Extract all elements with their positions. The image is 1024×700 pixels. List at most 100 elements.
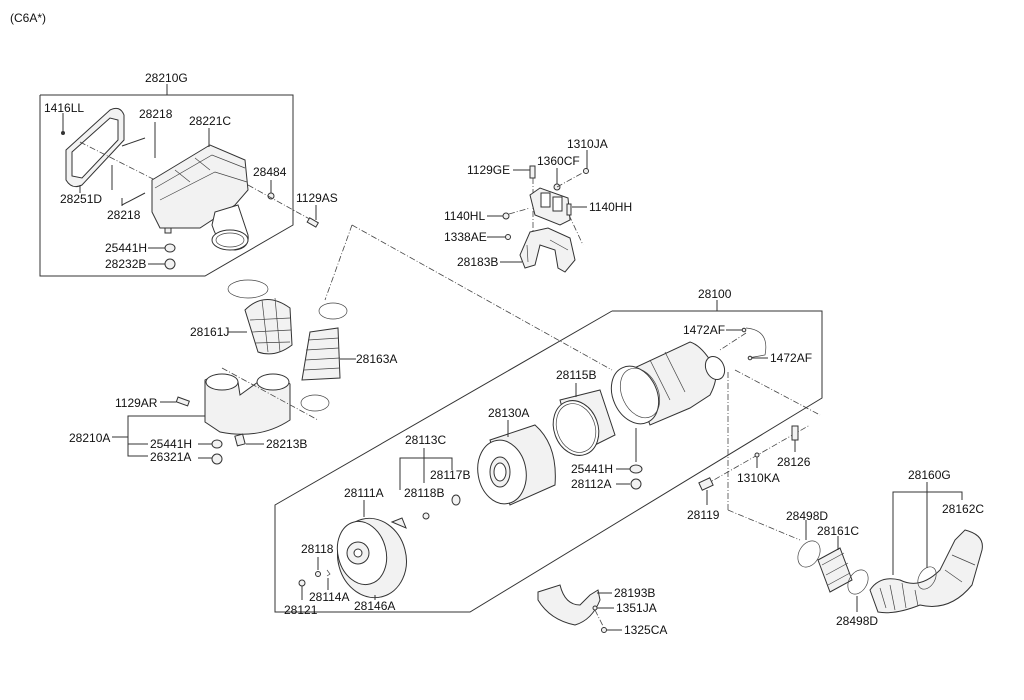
bolt-1129AS[interactable] [306, 217, 320, 228]
label-28118B[interactable]: 28118B [404, 486, 444, 500]
label-1325CA[interactable]: 1325CA [624, 623, 667, 637]
grommet-25441H-c[interactable] [629, 464, 643, 474]
label-25441H-c[interactable]: 25441H [571, 462, 613, 476]
label-25441H-b[interactable]: 25441H [150, 437, 192, 451]
label-28119[interactable]: 28119 [687, 508, 720, 522]
nut-28118B[interactable] [422, 512, 430, 520]
clip-28213B[interactable] [234, 433, 246, 447]
label-28163A[interactable]: 28163A [356, 352, 397, 366]
wingnut-28113C[interactable] [390, 517, 407, 529]
label-1129GE[interactable]: 1129GE [467, 163, 510, 177]
clip-28126[interactable] [791, 425, 799, 441]
label-28162C[interactable]: 28162C [942, 502, 984, 516]
bracket-upper[interactable] [529, 187, 571, 226]
bracket-28183B[interactable] [519, 227, 576, 273]
label-28146A[interactable]: 28146A [354, 599, 395, 613]
duct-28210A[interactable] [204, 373, 291, 435]
label-28130A[interactable]: 28130A [488, 406, 529, 420]
label-28183B[interactable]: 28183B [457, 255, 498, 269]
hose-28163A[interactable] [301, 327, 341, 381]
label-28498D-b[interactable]: 28498D [836, 614, 878, 628]
cap-28232B[interactable] [164, 258, 176, 270]
hose-28161C[interactable] [817, 547, 853, 593]
label-28210A[interactable]: 28210A [69, 431, 110, 445]
hose-28162C[interactable] [869, 529, 983, 614]
cap-26321A[interactable] [211, 453, 223, 465]
washer-28117B[interactable] [451, 494, 461, 506]
label-1310JA[interactable]: 1310JA [567, 137, 608, 151]
label-28161J[interactable]: 28161J [190, 325, 229, 339]
group-label-28113C[interactable]: 28113C [405, 433, 446, 447]
bolt-1140HL[interactable] [502, 212, 510, 220]
label-1351JA[interactable]: 1351JA [616, 601, 657, 615]
cover-28111A[interactable] [329, 511, 415, 606]
label-25441H-a[interactable]: 25441H [105, 241, 147, 255]
clamp-lower-right[interactable] [300, 394, 330, 412]
label-28114A[interactable]: 28114A [309, 590, 349, 604]
screw-1416LL[interactable] [61, 131, 65, 135]
group-bracket: 1310JA 1360CF 1129GE 1140HL 1140HH 1338A… [444, 137, 632, 273]
sensor-28119[interactable] [698, 477, 714, 491]
bolt-1129GE[interactable] [529, 165, 536, 179]
label-28193B[interactable]: 28193B [614, 586, 655, 600]
clip-28114A[interactable] [326, 569, 331, 577]
label-1338AE[interactable]: 1338AE [444, 230, 487, 244]
nut-28118[interactable] [315, 571, 321, 577]
label-28126[interactable]: 28126 [777, 455, 811, 469]
bolt-1140HH[interactable] [566, 203, 572, 216]
group-label-28210G[interactable]: 28210G [145, 71, 188, 85]
clamp-upper-right[interactable] [318, 302, 348, 320]
bolt-1310KA[interactable] [754, 452, 760, 458]
label-28251D[interactable]: 28251D [60, 192, 102, 206]
label-1360CF[interactable]: 1360CF [537, 154, 580, 168]
label-1140HL[interactable]: 1140HL [444, 209, 485, 223]
clamp-upper-left[interactable] [227, 279, 269, 299]
bolt-1129AR[interactable] [175, 396, 190, 407]
label-1472AF-a[interactable]: 1472AF [683, 323, 725, 337]
label-28221C[interactable]: 28221C [189, 114, 231, 128]
clamp-28498D-a[interactable] [793, 537, 824, 571]
cap-28112A[interactable] [630, 478, 642, 490]
grommet-25441H[interactable] [164, 243, 176, 253]
gasket-28251D[interactable] [65, 107, 125, 188]
group-label-28100[interactable]: 28100 [698, 287, 732, 301]
nut-28121[interactable] [298, 579, 306, 587]
element-28115B[interactable] [546, 389, 616, 462]
label-28118[interactable]: 28118 [301, 542, 334, 556]
label-1129AS[interactable]: 1129AS [296, 191, 338, 205]
label-28161C[interactable]: 28161C [817, 524, 859, 538]
model-code: (C6A*) [10, 11, 46, 25]
tube-1472AF[interactable] [745, 327, 767, 359]
label-28111A[interactable]: 28111A [344, 486, 384, 500]
clip-1472AF-a[interactable] [741, 327, 747, 333]
bracket-28193B[interactable] [537, 584, 601, 626]
nut-1338AE[interactable] [505, 234, 511, 240]
housing-main[interactable] [602, 341, 728, 431]
label-28117B[interactable]: 28117B [430, 468, 470, 482]
label-28213B[interactable]: 28213B [266, 437, 307, 451]
label-28121[interactable]: 28121 [284, 603, 318, 617]
group-28193B: 28193B 1351JA 1325CA [537, 584, 667, 637]
clamp-28498D-b[interactable] [844, 566, 873, 598]
label-28484[interactable]: 28484 [253, 165, 287, 179]
label-28218-a[interactable]: 28218 [139, 107, 173, 121]
label-28115B[interactable]: 28115B [556, 368, 596, 382]
label-28232B[interactable]: 28232B [105, 257, 146, 271]
label-1310KA[interactable]: 1310KA [737, 471, 780, 485]
label-26321A[interactable]: 26321A [150, 450, 191, 464]
group-label-28160G[interactable]: 28160G [908, 468, 951, 482]
clip-1472AF-b[interactable] [747, 355, 753, 361]
grommet-25441H-b[interactable] [211, 439, 223, 449]
label-1140HH[interactable]: 1140HH [589, 200, 632, 214]
hose-28161J[interactable] [244, 297, 293, 355]
label-28218-b[interactable]: 28218 [107, 208, 141, 222]
nut-1325CA[interactable] [601, 627, 607, 633]
label-1472AF-b[interactable]: 1472AF [770, 351, 812, 365]
filter-28130A[interactable] [473, 424, 556, 508]
housing-28221C[interactable] [151, 144, 249, 251]
label-1416LL[interactable]: 1416LL [44, 101, 84, 115]
label-28498D-a[interactable]: 28498D [786, 509, 828, 523]
bolt-1351JA[interactable] [592, 605, 598, 611]
label-28112A[interactable]: 28112A [571, 477, 611, 491]
label-1129AR[interactable]: 1129AR [115, 396, 158, 410]
